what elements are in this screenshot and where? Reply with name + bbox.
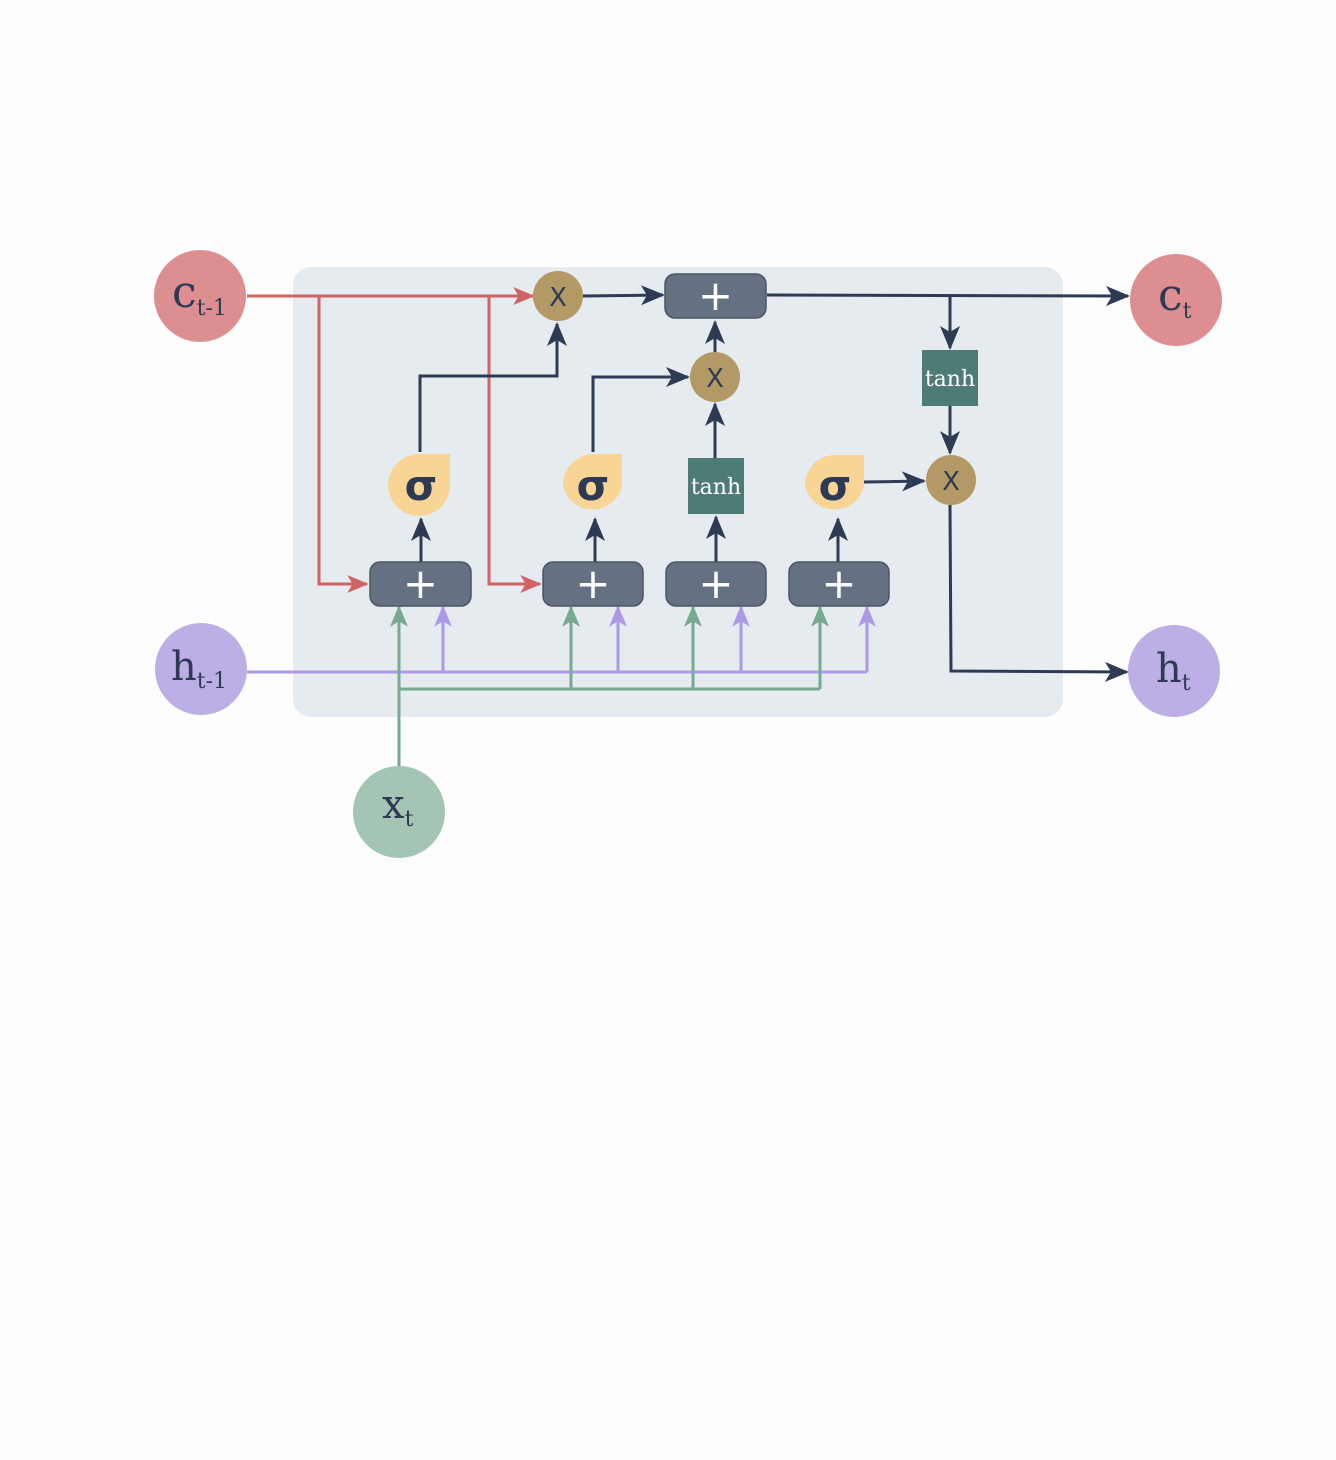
add-symbol: + [821,559,856,608]
node-main-label: x [382,782,405,828]
sigma-symbol: σ [577,461,610,510]
svg-text:ht-1: ht-1 [171,644,227,694]
node-main-label: h [171,644,197,690]
sigma-symbol: σ [819,461,852,510]
multiply-symbol: X [706,364,724,394]
node-main-label: c [1158,270,1183,321]
add-box-output: + [788,559,890,608]
add-box-input: + [542,559,644,608]
node-c-t: ct [1130,254,1222,346]
add-box-cell-state: + [664,271,767,320]
sigma-input-gate: σ [563,454,622,510]
node-subscript: t [1183,299,1192,324]
internal-flow-lines [411,285,1130,682]
multiply-forget: X [533,271,583,321]
svg-text:ht: ht [1156,646,1191,696]
tanh-label: tanh [691,475,741,500]
multiply-output: X [926,455,976,505]
add-symbol: + [575,559,610,608]
add-symbol: + [698,559,733,608]
add-symbol: + [403,559,438,608]
node-x-t: xt [353,766,445,858]
node-subscript: t-1 [197,296,227,321]
tanh-box-output: tanh [922,350,978,406]
node-main-label: h [1156,646,1182,692]
sigma-symbol: σ [405,461,438,510]
sigma-output-gate: σ [805,455,864,510]
tanh-label: tanh [925,367,975,392]
multiply-symbol: X [942,467,960,497]
node-subscript: t [405,807,414,832]
multiply-input: X [690,352,740,402]
node-main-label: c [172,267,197,318]
c-prev-lines [247,287,542,593]
add-box-candidate: + [665,559,767,608]
svg-text:xt: xt [382,782,414,832]
add-symbol: + [698,271,733,320]
tanh-box-candidate: tanh [688,458,744,514]
svg-text:ct-1: ct-1 [172,267,227,321]
multiply-symbol: X [549,283,567,313]
node-subscript: t [1182,671,1191,696]
node-subscript: t-1 [197,669,227,694]
h-prev-lines [247,605,876,674]
add-box-forget: + [369,559,472,608]
x-t-lines [390,605,829,766]
svg-text:ct: ct [1158,270,1192,324]
sigma-forget-gate: σ [388,454,450,516]
node-c-prev: ct-1 [154,250,246,342]
node-h-t: ht [1128,625,1220,717]
node-h-prev: ht-1 [155,623,247,715]
